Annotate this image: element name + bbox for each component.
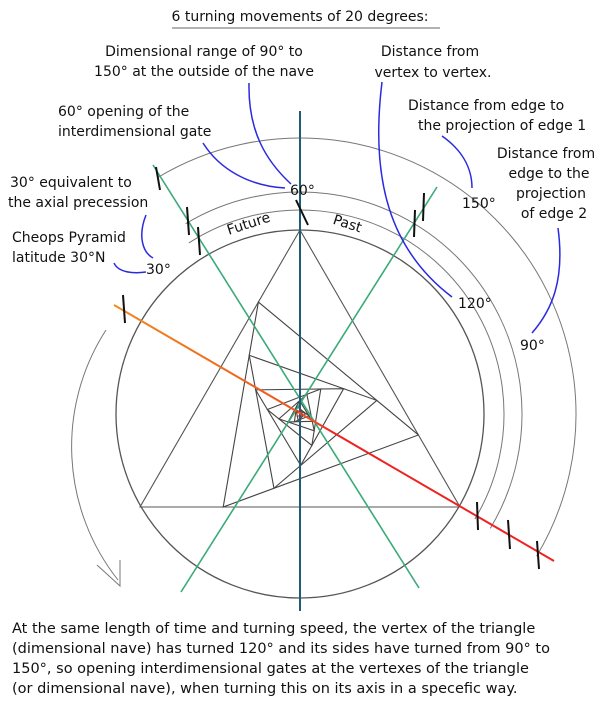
- label-edge2-line1: Distance from: [497, 146, 595, 162]
- label-past: Past: [331, 212, 364, 236]
- leader-vertex: [377, 81, 453, 298]
- red-axis: [113, 304, 555, 562]
- label-precession-line2: the axial precession: [8, 195, 148, 211]
- label-range-line2: 150° at the outside of the nave: [94, 64, 314, 80]
- degree-30: 30°: [146, 262, 171, 278]
- caption-line2: (dimensional nave) has turned 120° and i…: [12, 641, 550, 657]
- leader-precession: [141, 214, 154, 259]
- diagram-title: 6 turning movements of 20 degrees:: [172, 9, 429, 25]
- caption-line1: At the same length of time and turning s…: [12, 621, 535, 637]
- label-edge1-line2: the projection of edge 1: [418, 118, 586, 134]
- label-edge1-line1: Distance from edge to: [408, 98, 564, 114]
- degree-90: 90°: [520, 338, 545, 354]
- spiral-triangle-5: [266, 388, 322, 447]
- rotation-arrow: [71, 329, 119, 581]
- spiral-triangle-2: [222, 300, 420, 508]
- label-gate-line1: 60° opening of the: [58, 104, 189, 120]
- label-cheops-line2: latitude 30°N: [12, 250, 105, 266]
- outer-arc-1: [188, 209, 505, 520]
- outer-arc-3: [157, 137, 577, 557]
- leader-cheops: [113, 262, 147, 274]
- leader-gate: [202, 142, 286, 189]
- degree-150: 150°: [462, 196, 496, 212]
- degree-60: 60°: [290, 183, 315, 199]
- label-edge2-line2: edge to the: [509, 166, 590, 182]
- label-cheops-line1: Cheops Pyramid: [12, 230, 126, 246]
- label-gate-line2: interdimensional gate: [58, 124, 211, 140]
- label-edge2-line3: projection: [516, 186, 586, 202]
- leader-edge2: [531, 227, 561, 334]
- spiral-triangle-6: [277, 393, 315, 432]
- outer-arc-2: [185, 191, 523, 529]
- outer-arcs: [157, 137, 577, 557]
- green-axis-left: [152, 164, 420, 589]
- label-range-line1: Dimensional range of 90° to: [105, 44, 303, 60]
- caption-line3: 150°, so opening interdimensional gates …: [12, 661, 529, 677]
- tick-marks: [122, 166, 540, 570]
- label-vertex-line1: Distance from: [381, 44, 479, 60]
- center-point: [296, 410, 303, 417]
- leader-edge1: [441, 135, 473, 189]
- green-axis-right: [180, 186, 438, 593]
- label-edge2-line4: of edge 2: [521, 206, 587, 222]
- degree-120: 120°: [458, 296, 492, 312]
- label-vertex-line2: vertex to vertex.: [375, 65, 492, 81]
- caption-line4: (or dimensional nave), when turning this…: [12, 681, 518, 697]
- spiral-triangle-8: [293, 405, 311, 423]
- arrowhead-icon: [96, 560, 121, 588]
- label-precession-line1: 30° equivalent to: [10, 175, 132, 191]
- spiral-triangle-3: [248, 354, 378, 490]
- label-future: Future: [225, 210, 272, 239]
- leader-range: [248, 82, 292, 185]
